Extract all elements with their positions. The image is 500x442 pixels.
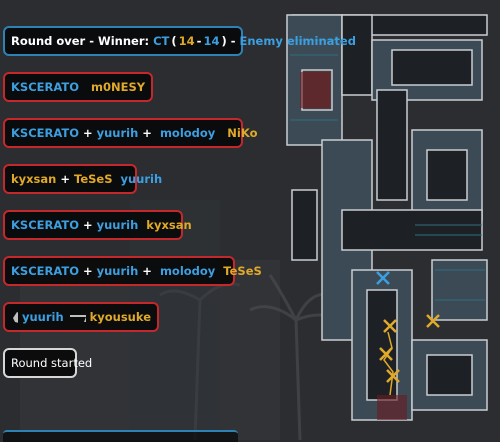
attacker-name: kyxsan	[11, 172, 57, 186]
kill-entry: KSCERATO + yuurih + molodoy NiKo	[3, 118, 257, 148]
assist-plus: +	[82, 264, 93, 278]
summary-dash: -	[196, 34, 202, 48]
round-end-reason: Enemy eliminated	[239, 34, 356, 48]
next-feed-entry-edge	[3, 430, 238, 442]
score-ct: 14	[178, 34, 195, 48]
kill-entry: KSCERATO m0NESY	[3, 72, 153, 102]
score-t: 14	[203, 34, 220, 48]
ct-marker-icon	[376, 271, 390, 285]
round-started-notice: Round started	[3, 348, 92, 378]
assister-name: yuurih	[96, 218, 139, 232]
assister-name: TeSeS	[74, 172, 113, 186]
victim-name: m0NESY	[90, 80, 146, 94]
summary-sep: -	[230, 34, 236, 48]
attacker-name: KSCERATO	[11, 126, 79, 140]
kill-entry: kyxsan + TeSeS yuurih	[3, 164, 162, 194]
assist-plus: +	[60, 172, 70, 186]
attacker-name: yuurih	[21, 310, 64, 324]
attacker-name: KSCERATO	[11, 218, 79, 232]
summary-close-paren: )	[221, 34, 227, 48]
assister-name: yuurih	[96, 126, 139, 140]
kill-entry: KSCERATO + yuurih kyxsan	[3, 210, 192, 240]
round-started-text: Round started	[11, 356, 93, 370]
victim-name: kyousuke	[89, 310, 151, 324]
assist-plus: +	[82, 218, 93, 232]
victim-name: TeSeS	[223, 264, 262, 278]
flash-assister-name: molodoy	[159, 264, 216, 278]
map-radar	[286, 14, 488, 421]
victim-name: NiKo	[227, 126, 258, 140]
grenade-icon	[13, 312, 18, 323]
summary-open-paren: (	[171, 34, 177, 48]
attacker-name: KSCERATO	[11, 80, 79, 94]
flash-assist-plus: +	[142, 264, 152, 278]
summary-prefix: Round over - Winner:	[11, 34, 150, 48]
assist-plus: +	[82, 126, 93, 140]
victim-name: yuurih	[120, 172, 163, 186]
flash-assist-plus: +	[142, 126, 152, 140]
rifle-icon	[69, 315, 86, 322]
assister-name: yuurih	[96, 264, 139, 278]
kill-entry: yuurih kyousuke	[3, 302, 159, 332]
winner-team: CT	[153, 34, 170, 48]
attacker-name: KSCERATO	[11, 264, 79, 278]
flash-assister-name: molodoy	[159, 126, 216, 140]
round-over-summary: Round over - Winner: CT ( 14 - 14 ) - En…	[3, 26, 356, 56]
kill-entry: KSCERATO + yuurih + molodoy TeSeS	[3, 256, 262, 286]
victim-name: kyxsan	[146, 218, 192, 232]
